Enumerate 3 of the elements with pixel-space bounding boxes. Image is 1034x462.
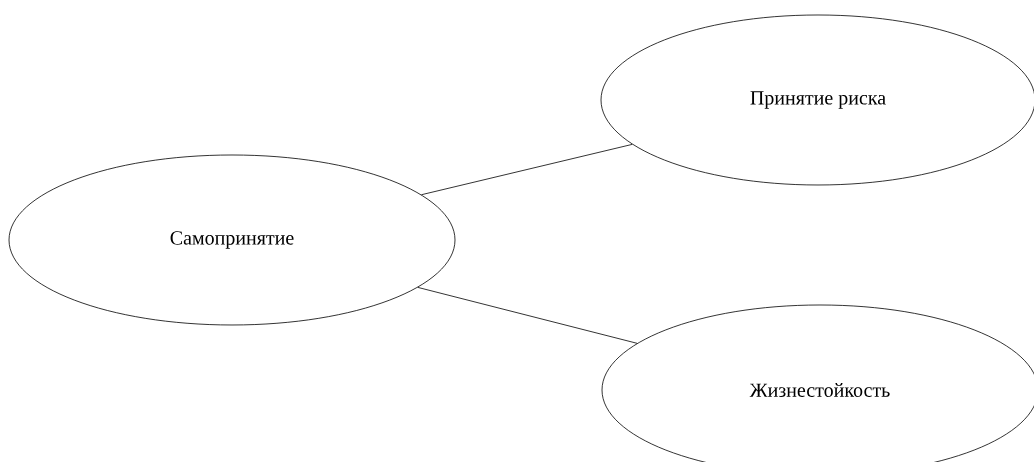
connector-line <box>417 287 638 344</box>
connector-line <box>421 143 633 196</box>
ellipse-node: Самопринятие <box>8 154 456 326</box>
